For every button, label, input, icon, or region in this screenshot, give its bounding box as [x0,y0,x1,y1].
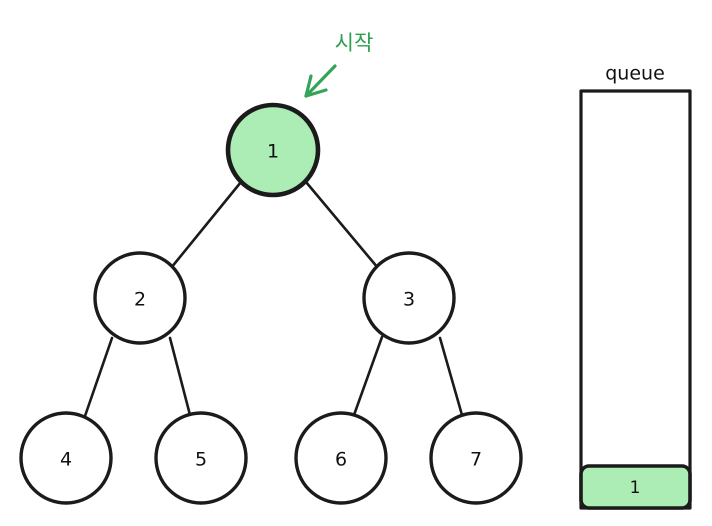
tree-node-5-circle [154,411,248,505]
tree-node-1-label: 1 [267,141,279,163]
tree-nodes: 1 2 3 4 5 6 [19,102,523,505]
edge-3-6 [352,335,384,417]
start-annotation: 시작 [304,31,374,98]
tree-node-6-label: 6 [335,449,347,471]
tree-node-6[interactable]: 6 [294,411,388,505]
tree-node-2-label: 2 [134,289,146,311]
start-annotation-label: 시작 [335,31,374,55]
tree-edges [83,180,464,418]
tree-node-2[interactable]: 2 [93,251,187,345]
start-arrow-head-icon [304,74,328,98]
edge-1-2 [169,180,243,270]
tree-node-1-circle [225,102,321,198]
edge-2-4 [83,336,114,418]
queue-title: queue [605,63,665,85]
queue-item-0[interactable]: 1 [579,464,692,510]
tree-node-7[interactable]: 7 [429,411,523,505]
tree-node-2-circle [93,251,187,345]
queue-item-0-label: 1 [630,478,641,498]
tree-node-3-circle [362,251,456,345]
tree-node-7-circle [429,411,523,505]
tree-node-7-label: 7 [470,449,482,471]
tree-node-4-label: 4 [60,449,72,471]
tree-node-5-label: 5 [195,449,207,471]
queue-item-0-cell [579,464,692,510]
queue-panel: queue 1 [579,63,692,510]
edge-3-7 [438,336,464,417]
edge-2-5 [168,336,192,417]
edge-1-3 [304,180,380,270]
start-arrow-icon [304,64,337,98]
queue-frame [579,89,692,510]
tree-node-3[interactable]: 3 [362,251,456,345]
tree-node-3-label: 3 [403,289,415,311]
tree-node-4-circle [19,411,113,505]
tree-node-5[interactable]: 5 [154,411,248,505]
tree-node-6-circle [294,411,388,505]
tree-node-1[interactable]: 1 [225,102,321,198]
tree-node-4[interactable]: 4 [19,411,113,505]
